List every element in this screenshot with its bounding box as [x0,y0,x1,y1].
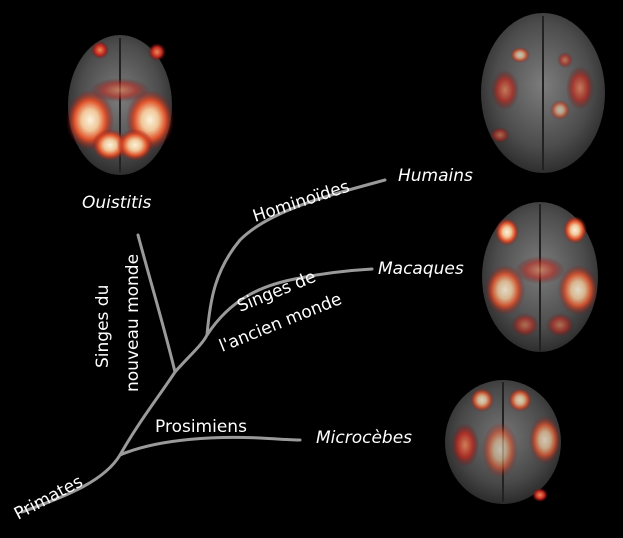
species-macaque: Macaques [378,259,464,279]
marmoset-brain-image [66,35,174,175]
label-new-world-line1: Singes du [93,285,113,368]
branch-hominoids [205,178,387,337]
branch-old-world [205,267,374,337]
branch-trunk [118,370,177,457]
species-human: Humains [398,166,473,186]
label-prosimians: Prosimiens [155,417,247,437]
species-mouse-lemur: Microcèbes [316,428,412,448]
branch-new-world [136,233,177,374]
species-marmoset: Ouistitis [82,193,152,213]
branch-haplorhine [173,333,209,374]
human-brain-image [481,13,605,173]
branch-root [20,453,122,514]
mouse-lemur-brain-image [445,380,561,504]
phylogenetic-tree [20,178,387,514]
branch-prosimians [118,435,302,457]
label-new-world-line2: nouveau monde [123,254,143,392]
macaque-brain-image [482,202,598,352]
